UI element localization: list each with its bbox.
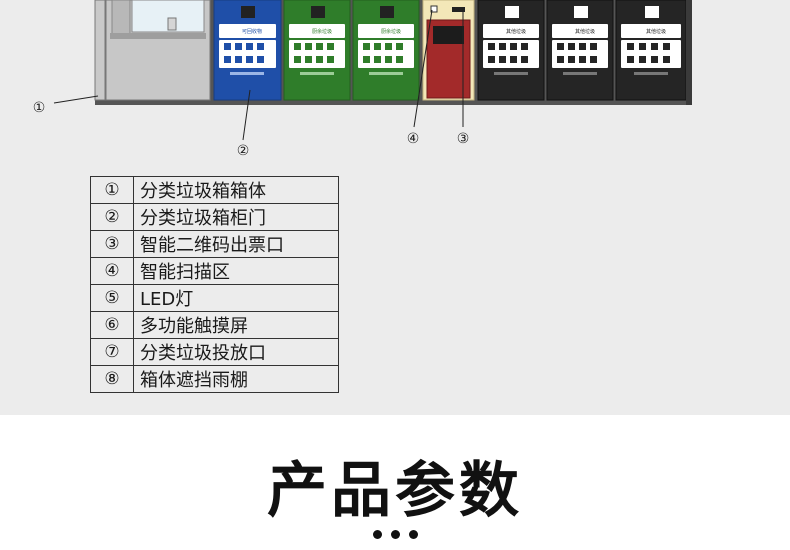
- cabinet-door: 其他垃圾: [546, 0, 614, 101]
- legend-text: LED灯: [133, 284, 339, 312]
- dot: [390, 530, 400, 539]
- door-4-title: 其他垃圾: [506, 28, 526, 35]
- left-pillar: [94, 0, 106, 101]
- smart-scan-area: [430, 5, 438, 13]
- cabinet-door: 其他垃圾: [477, 0, 545, 101]
- legend-number: ①: [90, 176, 134, 204]
- table-row: ⑦ 分类垃圾投放口: [90, 338, 339, 366]
- callout-label: ①: [33, 100, 46, 116]
- legend-number: ⑦: [90, 338, 134, 366]
- door-2-title: 厨余垃圾: [312, 28, 332, 35]
- legend-text: 分类垃圾投放口: [133, 338, 339, 366]
- legend-text: 分类垃圾箱柜门: [133, 203, 339, 231]
- legend-number: ②: [90, 203, 134, 231]
- product-diagram-section: 可回收物 厨余垃圾 厨余垃圾: [0, 0, 790, 415]
- table-row: ⑧ 箱体遮挡雨棚: [90, 365, 339, 393]
- cabinet-door: 可回收物: [213, 0, 282, 101]
- table-row: ③ 智能二维码出票口: [90, 230, 339, 258]
- section-title: 产品参数: [267, 456, 523, 526]
- table-row: ② 分类垃圾箱柜门: [90, 203, 339, 231]
- callout-label: ④: [407, 131, 420, 147]
- table-row: ⑥ 多功能触摸屏: [90, 311, 339, 339]
- legend-text: 箱体遮挡雨棚: [133, 365, 339, 393]
- callout-label: ③: [457, 131, 470, 147]
- callout-label: ②: [237, 143, 250, 159]
- dot: [372, 530, 382, 539]
- table-row: ⑤ LED灯: [90, 284, 339, 312]
- touch-screen: [433, 26, 464, 44]
- cabinet-door: 厨余垃圾: [283, 0, 351, 101]
- qr-ticket-outlet: [452, 7, 465, 12]
- section-divider-dots: [0, 530, 790, 539]
- sorting-station-illustration: 可回收物 厨余垃圾 厨余垃圾: [33, 0, 692, 159]
- door-6-title: 其他垃圾: [646, 28, 666, 35]
- door-3-title: 厨余垃圾: [381, 28, 401, 35]
- table-row: ④ 智能扫描区: [90, 257, 339, 285]
- door-1-title: 可回收物: [242, 28, 262, 35]
- legend-text: 多功能触摸屏: [133, 311, 339, 339]
- door-5-title: 其他垃圾: [575, 28, 595, 35]
- legend-number: ③: [90, 230, 134, 258]
- legend-number: ⑧: [90, 365, 134, 393]
- legend-number: ④: [90, 257, 134, 285]
- legend-text: 智能二维码出票口: [133, 230, 339, 258]
- legend-number: ⑥: [90, 311, 134, 339]
- cabinet-door: 厨余垃圾: [352, 0, 420, 101]
- smart-kiosk: [422, 0, 475, 101]
- cabinet-door: 其他垃圾: [615, 0, 687, 101]
- legend-number: ⑤: [90, 284, 134, 312]
- legend-text: 分类垃圾箱箱体: [133, 176, 339, 204]
- dot: [408, 530, 418, 539]
- table-row: ① 分类垃圾箱箱体: [90, 176, 339, 204]
- component-legend-table: ① 分类垃圾箱箱体 ② 分类垃圾箱柜门 ③ 智能二维码出票口 ④ 智能扫描区 ⑤…: [90, 176, 339, 393]
- legend-text: 智能扫描区: [133, 257, 339, 285]
